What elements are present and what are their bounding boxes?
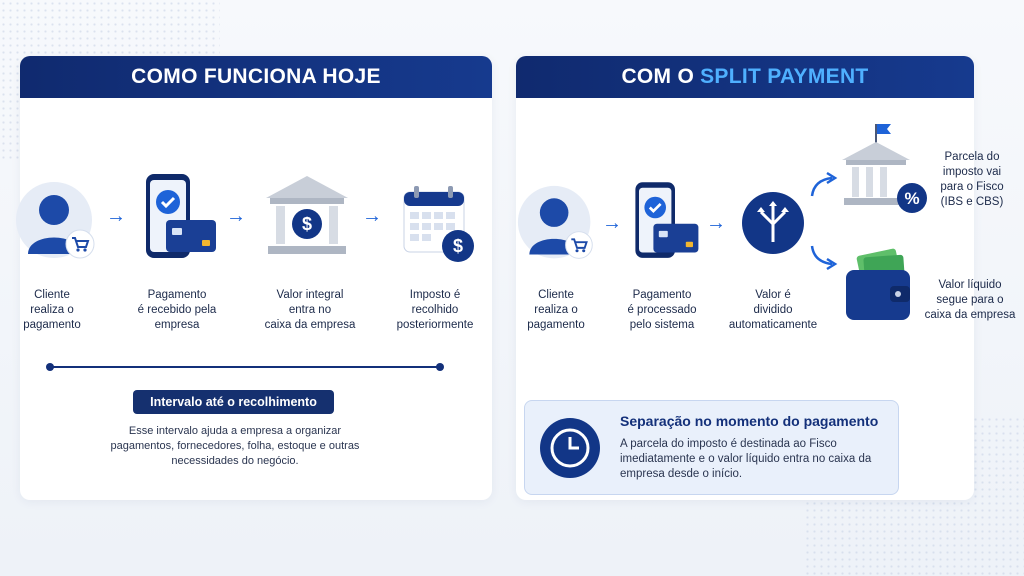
customer-cart-icon (517, 185, 593, 259)
phone-card-icon (635, 182, 699, 258)
caption-outcome-caixa: Valor líquido segue para o caixa da empr… (924, 279, 1016, 321)
panel-title-today: COMO FUNCIONA HOJE (20, 56, 492, 98)
customer-cart-icon (16, 182, 95, 259)
title-text: COMO FUNCIONA HOJE (131, 65, 381, 88)
caption-step-4: Imposto é recolhido posteriormente (396, 289, 474, 331)
panel-title-split: COM O SPLIT PAYMENT (516, 56, 974, 98)
phone-card-icon (146, 174, 216, 258)
interval-label: Intervalo até o recolhimento (133, 390, 334, 414)
arrow-2: → (226, 205, 246, 227)
caption-outcome-fisco: Parcela do imposto vai para o Fisco (IBS… (940, 151, 1004, 208)
separation-description: A parcela do imposto é destinada ao Fisc… (620, 438, 872, 480)
title-prefix: COM O (621, 65, 695, 88)
curved-arrow-up-icon (810, 171, 838, 197)
split-arrows-icon (742, 192, 804, 254)
bank-percent-icon: % (842, 124, 927, 213)
arrow-3: → (362, 205, 382, 227)
caption-step-2: Pagamento é recebido pela empresa (137, 289, 217, 331)
arrow-4: → (602, 212, 622, 234)
svg-text:%: % (904, 189, 919, 208)
wallet-cash-icon (846, 248, 910, 320)
caption-split-step-2: Pagamento é processado pelo sistema (627, 289, 697, 331)
calendar-dollar-icon: $ (403, 186, 474, 262)
clock-icon (540, 418, 600, 478)
arrow-5: → (706, 212, 726, 234)
caption-split-step-3: Valor é dividido automaticamente (728, 289, 818, 331)
separation-box: Separação no momento do pagamento A parc… (524, 400, 899, 495)
separation-title: Separação no momento do pagamento (620, 413, 879, 429)
curved-arrow-down-icon (810, 245, 838, 271)
bank-dollar-icon: $ (266, 176, 348, 254)
caption-step-3: Valor integral entra no caixa da empresa (264, 289, 356, 331)
panel-today: COMO FUNCIONA HOJE (20, 56, 492, 500)
arrow-1: → (106, 205, 126, 227)
caption-split-step-1: Cliente realiza o pagamento (527, 289, 585, 331)
interval-note: Esse intervalo ajuda a empresa a organiz… (110, 425, 360, 467)
title-accent: SPLIT PAYMENT (700, 65, 869, 88)
svg-text:$: $ (302, 214, 312, 234)
svg-text:$: $ (453, 236, 463, 256)
caption-step-1: Cliente realiza o pagamento (23, 289, 81, 331)
interval-timeline (46, 363, 444, 371)
